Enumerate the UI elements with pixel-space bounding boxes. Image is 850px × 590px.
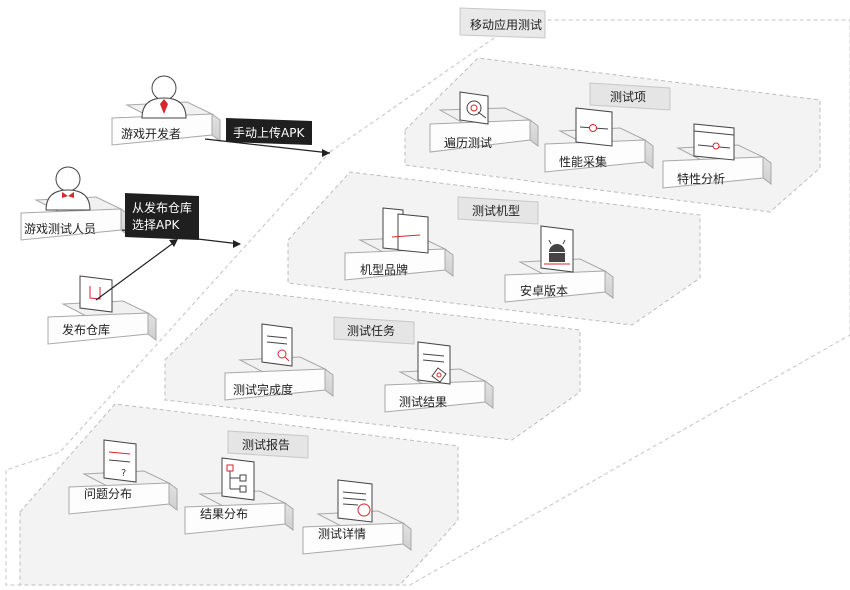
svg-text:?: ? [121, 468, 126, 479]
node-traversal-test-label: 遍历测试 [444, 135, 492, 150]
node-test-completion-label: 测试完成度 [233, 382, 293, 397]
node-issue-dist[interactable]: ? 问题分布 [68, 439, 178, 515]
package-icon [79, 275, 113, 313]
group-title-mobile-app-test-text: 移动应用测试 [470, 17, 542, 32]
group-title-test-tasks: 测试任务 [333, 316, 415, 345]
node-test-detail-label: 测试详情 [318, 526, 366, 541]
node-result-dist-label: 结果分布 [200, 507, 248, 521]
question-doc-icon: ? [103, 439, 137, 483]
detail-doc-icon [337, 479, 373, 523]
person-icon [141, 75, 187, 119]
action-manual-upload-text: 手动上传APK [233, 125, 305, 140]
actor-release-repo-label: 发布仓库 [62, 322, 110, 337]
action-select-line2: 选择APK [132, 218, 180, 232]
action-manual-upload: 手动上传APK [226, 118, 312, 145]
node-perf-collect[interactable]: 性能采集 [544, 107, 654, 173]
window-slider-icon [693, 123, 735, 161]
group-title-test-devices: 测试机型 [457, 196, 539, 225]
node-android-version-label: 安卓版本 [520, 283, 568, 298]
actor-game-tester[interactable]: 游戏测试人员 [20, 166, 130, 241]
target-doc-icon [459, 91, 489, 125]
group-title-test-items: 测试项 [589, 82, 671, 111]
node-feature-analysis[interactable]: 特性分析 [662, 123, 772, 189]
node-test-completion[interactable]: 测试完成度 [224, 323, 334, 401]
node-test-detail[interactable]: 测试详情 [302, 479, 412, 555]
node-device-brand-label: 机型品牌 [360, 263, 408, 277]
node-device-brand[interactable]: 机型品牌 [344, 207, 454, 281]
group-title-test-devices-text: 测试机型 [472, 203, 520, 218]
actor-game-developer-label: 游戏开发者 [121, 126, 181, 141]
android-icon [540, 225, 574, 273]
node-perf-collect-label: 性能采集 [559, 154, 607, 169]
arrow-repo-to-select [95, 239, 178, 301]
node-android-version[interactable]: 安卓版本 [504, 225, 614, 303]
panel-test-tasks [164, 289, 581, 441]
action-select-from-repo: 从发布仓库 选择APK [125, 193, 199, 240]
slider-doc-icon [575, 107, 613, 147]
node-traversal-test[interactable]: 遍历测试 [429, 91, 539, 153]
actor-release-repo[interactable]: 发布仓库 [47, 275, 157, 345]
group-title-test-reports: 测试报告 [227, 430, 309, 459]
group-title-test-tasks-text: 测试任务 [347, 323, 395, 338]
person-icon [45, 166, 91, 211]
devices-icon [382, 207, 429, 254]
group-title-test-reports-text: 测试报告 [242, 437, 290, 452]
result-doc-icon [417, 341, 451, 385]
actor-game-tester-label: 游戏测试人员 [24, 221, 96, 236]
node-feature-analysis-label: 特性分析 [677, 171, 725, 186]
node-test-result-label: 测试结果 [399, 394, 447, 409]
action-select-line1: 从发布仓库 [132, 200, 192, 215]
node-issue-dist-label: 问题分布 [84, 487, 132, 501]
group-title-mobile-app-test: 移动应用测试 [459, 7, 546, 39]
arrow-manual-upload [204, 138, 331, 157]
group-title-test-items-text: 测试项 [610, 89, 646, 104]
actor-game-developer[interactable]: 游戏开发者 [111, 75, 221, 146]
node-test-result[interactable]: 测试结果 [384, 341, 494, 413]
tree-doc-icon [221, 457, 255, 501]
outer-region [5, 19, 850, 586]
node-result-dist[interactable]: 结果分布 [184, 457, 294, 535]
search-doc-icon [261, 323, 293, 367]
